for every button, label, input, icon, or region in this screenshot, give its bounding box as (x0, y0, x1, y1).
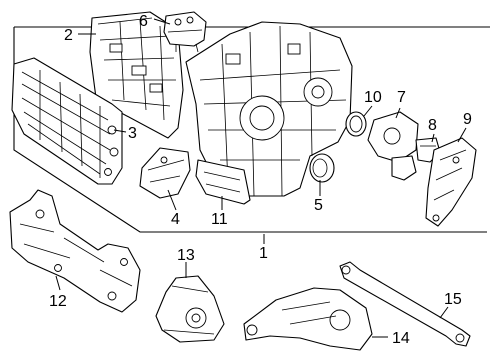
callout-8: 8 (428, 117, 437, 134)
leader-12 (55, 275, 61, 291)
cap-part-5 (309, 153, 335, 183)
seal-ring-part-10 (345, 111, 367, 137)
callout-15: 15 (444, 291, 462, 308)
leader-9 (457, 127, 467, 143)
callout-13: 13 (177, 247, 195, 264)
torque-rod-part-15 (339, 261, 471, 347)
leader-7 (395, 107, 401, 119)
mount-bracket-part-12 (9, 189, 141, 313)
callout-9: 9 (463, 111, 472, 128)
callout-1: 1 (259, 245, 268, 262)
callout-12: 12 (49, 293, 67, 310)
connector-part-6 (163, 11, 207, 53)
leader-10 (363, 105, 373, 117)
inverter-module-part-3 (11, 57, 123, 185)
callout-14: 14 (392, 330, 410, 347)
bracket-part-4 (139, 147, 191, 199)
callout-2: 2 (64, 27, 73, 44)
callout-6: 6 (139, 13, 148, 30)
end-cover-part-9 (425, 137, 477, 227)
callout-3: 3 (128, 125, 137, 142)
callout-10: 10 (364, 89, 382, 106)
actuator-part-7 (367, 111, 419, 181)
leader-4 (167, 189, 177, 211)
mount-part-13 (155, 275, 225, 343)
callout-7: 7 (397, 89, 406, 106)
drive-unit-housing (185, 21, 353, 197)
leader-6 (153, 18, 171, 25)
callout-11: 11 (211, 211, 228, 228)
cover-plate-part-11 (195, 159, 251, 205)
callout-4: 4 (171, 211, 180, 228)
callout-5: 5 (314, 197, 323, 214)
transmission-mount-part-14 (243, 287, 373, 351)
leader-15 (439, 306, 449, 319)
leader-3 (113, 129, 127, 133)
leader-8 (431, 133, 435, 143)
